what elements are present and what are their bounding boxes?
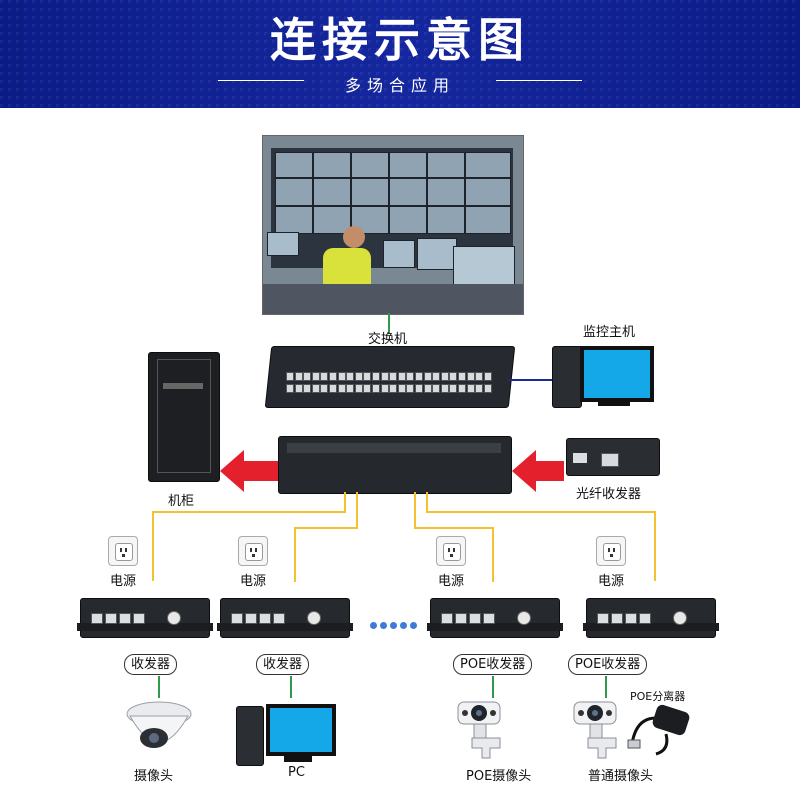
switch-port — [483, 372, 492, 381]
power-socket-icon — [108, 536, 138, 566]
host-monitor — [580, 346, 654, 402]
host-tower — [552, 346, 582, 408]
switch-port — [380, 384, 389, 393]
switch-port — [354, 372, 363, 381]
switch-port — [346, 372, 355, 381]
switch-port — [320, 372, 329, 381]
switch-port — [389, 384, 398, 393]
switch-port — [466, 372, 475, 381]
transceiver-device — [583, 598, 719, 638]
server-cabinet — [148, 352, 220, 482]
transceiver-label-2: 收发器 — [256, 654, 310, 675]
arrow-left-icon — [512, 450, 564, 492]
switch-port — [329, 372, 337, 381]
power-label: 电源 — [110, 574, 137, 589]
power-socket-icon — [436, 536, 466, 566]
power-socket-icon — [238, 536, 268, 566]
switch-port — [337, 372, 346, 381]
subtitle-rule-left — [218, 80, 304, 81]
poe-transceiver-label-2: POE收发器 — [568, 654, 648, 675]
switch-port — [311, 372, 320, 381]
link-photo-switch — [388, 313, 390, 333]
normal-camera-label: 普通摄像头 — [588, 769, 654, 784]
switch-port — [286, 384, 294, 393]
link-switch-host — [508, 379, 552, 381]
switch-port — [303, 384, 312, 393]
switch-port — [440, 384, 449, 393]
switch-port — [372, 384, 380, 393]
switch-port — [475, 384, 484, 393]
poe-splitter-icon — [627, 704, 690, 756]
page-title: 连接示意图 — [270, 13, 530, 67]
switch-port — [406, 372, 415, 381]
switch-port — [294, 384, 303, 393]
header-banner: 连接示意图 多场合应用 — [0, 0, 800, 108]
switch-port — [311, 384, 320, 393]
switch-port — [294, 372, 303, 381]
poe-camera-label: POE摄像头 — [466, 769, 532, 784]
poe-splitter-label: POE分离器 — [630, 690, 686, 703]
switch-port — [337, 384, 346, 393]
camera-label: 摄像头 — [134, 769, 174, 784]
switch-port — [329, 384, 337, 393]
switch-label: 交换机 — [368, 332, 408, 347]
switch-port — [397, 384, 406, 393]
converter-chassis — [278, 436, 512, 494]
switch-port — [423, 372, 432, 381]
pc-monitor-stand — [284, 756, 312, 762]
switch-port — [363, 384, 372, 393]
switch-port — [466, 384, 475, 393]
switch-port — [372, 372, 380, 381]
transceiver-label-1: 收发器 — [124, 654, 178, 675]
switch-port — [286, 372, 294, 381]
monitoring-room-photo — [262, 135, 524, 315]
switch-port — [303, 372, 312, 381]
poe-transceiver-label-1: POE收发器 — [453, 654, 533, 675]
power-socket-icon — [596, 536, 626, 566]
pc-monitor — [266, 704, 336, 756]
switch-port — [483, 384, 492, 393]
switch-port — [432, 372, 441, 381]
arrow-left-icon — [220, 450, 278, 492]
more-devices-dots — [370, 614, 417, 633]
pc-tower — [236, 706, 264, 766]
switch-port — [380, 372, 389, 381]
switch-port — [458, 372, 466, 381]
host-label: 监控主机 — [583, 325, 636, 340]
pc-label: PC — [288, 765, 305, 780]
power-label: 电源 — [438, 574, 465, 589]
power-label: 电源 — [598, 574, 625, 589]
ptz-camera-icon — [457, 701, 501, 759]
switch-port — [458, 384, 466, 393]
switch-port — [449, 372, 458, 381]
dome-camera-icon — [126, 701, 192, 748]
switch-port — [415, 372, 423, 381]
switch-port — [449, 384, 458, 393]
switch-port — [423, 384, 432, 393]
transceiver-device — [217, 598, 353, 638]
switch-port — [432, 384, 441, 393]
switch-port — [389, 372, 398, 381]
switch-port — [406, 384, 415, 393]
switch-port — [440, 372, 449, 381]
power-label: 电源 — [240, 574, 267, 589]
converter-label: 光纤收发器 — [576, 487, 642, 502]
page-subtitle: 多场合应用 — [344, 76, 455, 95]
switch-port — [363, 372, 372, 381]
switch-port — [475, 372, 484, 381]
switch-port — [415, 384, 423, 393]
switch-port — [346, 384, 355, 393]
subtitle-rule-right — [496, 80, 582, 81]
fiber-converter — [566, 438, 660, 476]
switch-port — [320, 384, 329, 393]
host-monitor-stand — [598, 398, 630, 406]
cabinet-label: 机柜 — [168, 494, 195, 509]
transceiver-device — [427, 598, 563, 638]
ptz-camera-icon — [573, 701, 617, 759]
transceiver-device — [77, 598, 213, 638]
switch-port — [397, 372, 406, 381]
switch-port — [354, 384, 363, 393]
